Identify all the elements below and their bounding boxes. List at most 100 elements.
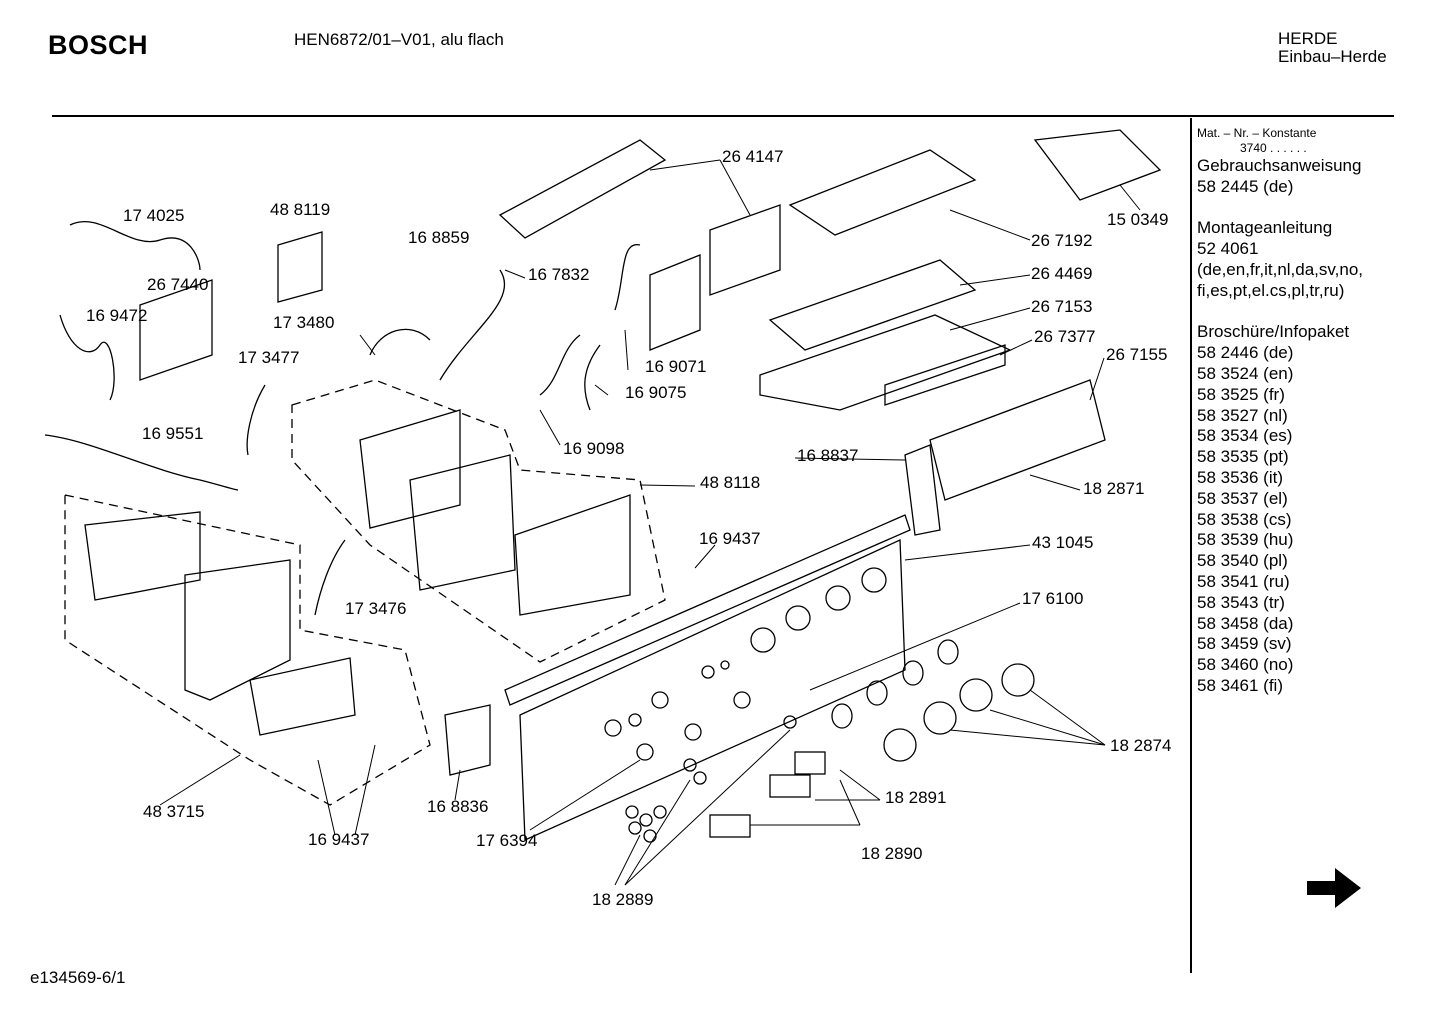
cable-173480 [369, 328, 431, 356]
brochure-item: 58 3539 (hu) [1197, 530, 1294, 550]
part-number-label: 16 9472 [86, 306, 148, 325]
cable-169098 [539, 334, 581, 396]
install-langs: fi,es,pt,el.cs,pl,tr,ru) [1197, 280, 1345, 300]
part-number-label: 17 3476 [345, 599, 407, 618]
part-264147 [498, 139, 667, 239]
brochure-item: 58 3537 (el) [1197, 488, 1288, 508]
part-number-label: 48 8118 [700, 473, 761, 492]
part-number-label: 16 9075 [625, 383, 687, 402]
part-number-label: 17 4025 [123, 206, 185, 225]
part-150349-bag [1033, 129, 1162, 201]
install-title: Montageanleitung [1197, 218, 1333, 238]
brochure-item: 58 3534 (es) [1197, 426, 1293, 446]
part-number-label: 16 7832 [528, 265, 590, 284]
cable-169075 [584, 344, 601, 411]
part-number-label: 26 7440 [147, 275, 209, 294]
brochure-item: 58 3536 (it) [1197, 467, 1283, 487]
cable-167832 [614, 244, 641, 311]
part-number-label: 16 8837 [797, 446, 859, 465]
part-267377 [759, 314, 1012, 411]
category-main: HERDE [1278, 29, 1338, 48]
brochure-item: 58 3461 (fi) [1197, 675, 1283, 695]
manual-title: Gebrauchsanweisung [1197, 156, 1362, 175]
brochure-item: 58 3541 (ru) [1197, 571, 1290, 591]
sidebar: Mat. – Nr. – Konstante 3740 . . . . . . … [1197, 126, 1363, 697]
part-number-label: 16 9098 [563, 439, 625, 458]
module-pcb [184, 559, 291, 701]
part-number-label: 16 9071 [645, 357, 707, 376]
part-number-label: 26 4147 [722, 147, 784, 166]
part-number-label: 17 3477 [238, 348, 300, 367]
part-number-label: 26 7377 [1034, 327, 1096, 346]
brochure-item: 58 2446 (de) [1197, 343, 1294, 363]
manual-number: 58 2445 (de) [1197, 176, 1294, 196]
sidebar-divider [1190, 118, 1192, 973]
part-number-label: 16 8836 [427, 797, 489, 816]
part-number-label: 26 7192 [1031, 231, 1093, 250]
leader-lines [159, 159, 1141, 886]
part-number-label: 48 8119 [270, 200, 331, 219]
category: HERDE Einbau–Herde [1278, 30, 1387, 66]
cable-169472 [59, 314, 115, 401]
group-outline [64, 379, 666, 806]
part-number-label: 18 2891 [885, 788, 947, 807]
part-number-label: 18 2871 [1083, 479, 1145, 498]
control-panel-431045 [519, 539, 906, 841]
board-488119 [277, 231, 323, 303]
panel-knob-holes [604, 567, 887, 737]
brochure-item: 58 3527 (nl) [1197, 405, 1288, 425]
part-number-label: 15 0349 [1107, 210, 1169, 229]
part-168837 [904, 444, 941, 536]
cable-168859 [439, 269, 506, 381]
part-169071 [649, 254, 701, 351]
part-number-label: 17 6394 [476, 831, 538, 850]
category-sub: Einbau–Herde [1278, 47, 1387, 66]
brochure-item: 58 3538 (cs) [1197, 509, 1292, 529]
arrow-right-icon[interactable] [1305, 866, 1363, 910]
part-number-label: 16 8859 [408, 228, 470, 247]
brochure-item: 58 3460 (no) [1197, 655, 1294, 675]
brochure-item: 58 3535 (pt) [1197, 447, 1289, 467]
model-title: HEN6872/01–V01, alu flach [294, 30, 504, 49]
install-langs: (de,en,fr,it,nl,da,sv,no, [1197, 259, 1363, 279]
part-267153 [884, 344, 1006, 406]
part-number-label: 26 7153 [1031, 297, 1093, 316]
brand-logo: BOSCH [48, 30, 149, 60]
header-divider [52, 115, 1394, 117]
brochure-title: Broschüre/Infopaket [1197, 322, 1350, 342]
part-267155 [929, 379, 1106, 501]
part-number-label: 17 6100 [1022, 589, 1084, 608]
part-number-label: 16 9551 [142, 424, 204, 443]
module-pcb2 [409, 454, 516, 591]
part-number-label: 48 3715 [143, 802, 205, 821]
brochure-item: 58 3458 (da) [1197, 613, 1294, 633]
mat-value: 3740 . . . . . . [1240, 141, 1307, 155]
brochure-item: 58 3540 (pl) [1197, 551, 1288, 571]
part-number-label: 26 4469 [1031, 264, 1093, 283]
board-267440 [139, 279, 213, 381]
module-center [359, 409, 461, 529]
document-id: e134569-6/1 [30, 968, 126, 987]
part-number-label: 43 1045 [1032, 533, 1094, 552]
part-number-label: 17 3480 [273, 313, 335, 332]
mat-header: Mat. – Nr. – Konstante [1197, 126, 1317, 140]
brochure-item: 58 3524 (en) [1197, 363, 1294, 383]
part-264469 [768, 259, 977, 351]
part-168836 [444, 704, 491, 776]
brochure-list: 58 2446 (de)58 3524 (en)58 3525 (fr)58 3… [1197, 343, 1363, 697]
cable-169551 [44, 434, 239, 491]
module-base [249, 657, 356, 736]
module-left [84, 511, 201, 601]
part-number-label: 16 9437 [699, 529, 761, 548]
brochure-item: 58 3543 (tr) [1197, 592, 1285, 612]
brochure-item: 58 3459 (sv) [1197, 634, 1292, 654]
part-number-label: 18 2874 [1110, 736, 1172, 755]
cable-173477 [246, 384, 266, 456]
part-number-label: 18 2890 [861, 844, 923, 863]
module-right [514, 494, 631, 616]
cable-173476 [314, 539, 346, 616]
cable-174025 [69, 220, 201, 271]
part-bracket [709, 204, 781, 296]
part-number-label: 18 2889 [592, 890, 654, 909]
